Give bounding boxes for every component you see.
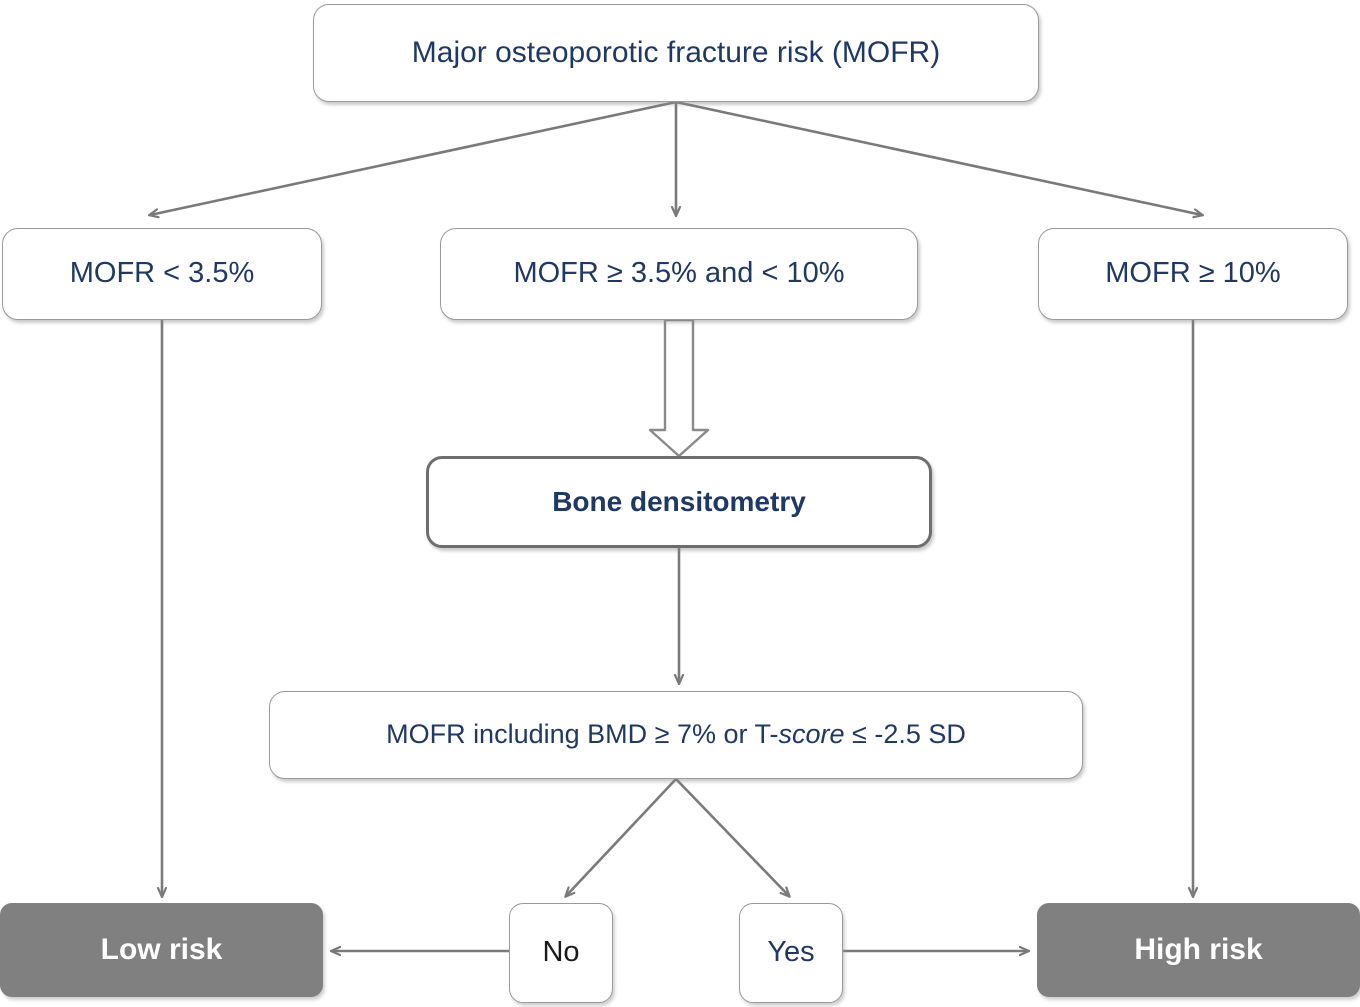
node-answer-no: No [509,903,613,1003]
bmd-label-italic: score [778,719,845,750]
edge-root-to-branch-high [675,100,1202,215]
node-branch-mofr-3-5-to-10: MOFR ≥ 3.5% and < 10% [440,228,918,320]
edge-bmd-test-to-answer-yes [675,778,789,896]
edge-branch-mid-to-bone-densitometry [648,318,710,458]
node-bone-densitometry: Bone densitometry [426,456,932,548]
node-bmd-threshold-test: MOFR including BMD ≥ 7% or T-score ≤ -2.… [269,691,1083,779]
node-answer-yes: Yes [739,903,843,1003]
bmd-label-part1: MOFR including BMD ≥ 7% or T- [386,719,779,750]
node-root-mofr: Major osteoporotic fracture risk (MOFR) [313,4,1039,102]
edge-root-to-branch-low [150,100,677,215]
edge-bmd-test-to-answer-no [566,778,677,896]
node-outcome-high-risk: High risk [1037,903,1360,997]
node-outcome-low-risk: Low risk [0,903,323,997]
bmd-label-part2: ≤ -2.5 SD [844,719,966,750]
node-branch-mofr-below-3-5: MOFR < 3.5% [2,228,322,320]
node-branch-mofr-above-10: MOFR ≥ 10% [1038,228,1348,320]
